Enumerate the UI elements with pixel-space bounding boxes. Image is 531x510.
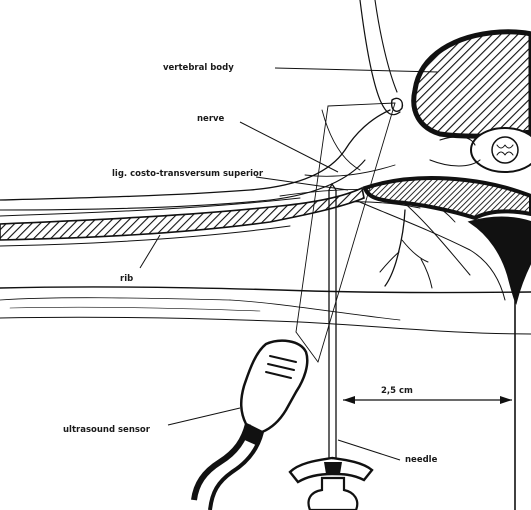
ultrasound-sensor — [194, 341, 307, 510]
leader-needle — [338, 440, 400, 460]
leader-ultrasound-sensor — [168, 408, 240, 425]
leader-nerve — [240, 122, 338, 172]
label-ultrasound-sensor: ultrasound sensor — [63, 425, 151, 435]
distance-measurement — [343, 300, 515, 510]
soft-tissue-lines — [0, 0, 505, 300]
label-rib: rib — [120, 274, 133, 284]
skin-surface — [0, 287, 531, 334]
label-nerve: nerve — [197, 114, 225, 124]
vertebral-body — [414, 32, 531, 136]
label-distance: 2,5 cm — [381, 386, 413, 396]
label-ligament: lig. costo-transversum superior — [112, 169, 264, 179]
ultrasound-beam — [296, 103, 395, 362]
label-needle: needle — [405, 455, 438, 465]
leader-vertebral-body — [275, 68, 438, 72]
label-vertebral-body: vertebral body — [163, 63, 234, 73]
